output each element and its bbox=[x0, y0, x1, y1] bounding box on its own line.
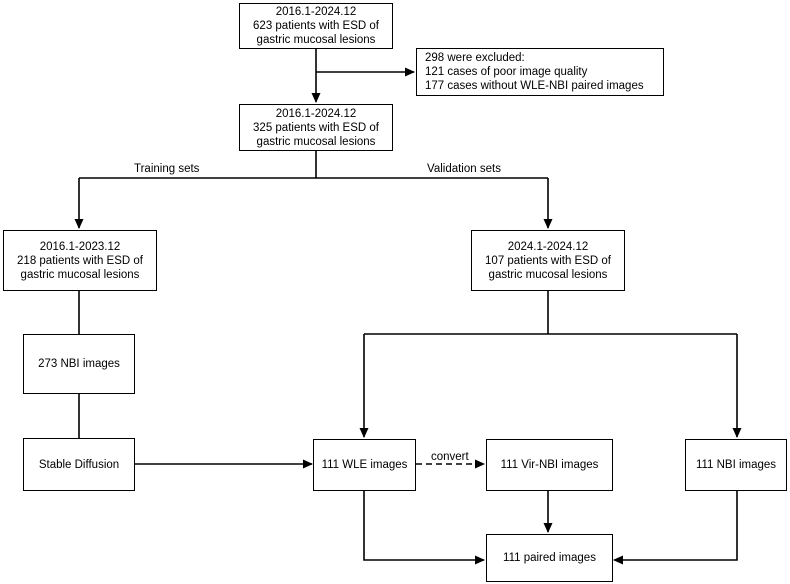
wle-label: 111 WLE images bbox=[321, 459, 408, 471]
validation-cohort-box: 2024.1-2024.12 107 patients with ESD of … bbox=[471, 230, 625, 291]
training-cohort-line-3: gastric mucosal lesions bbox=[20, 268, 140, 281]
stable-diffusion-box: Stable Diffusion bbox=[23, 438, 135, 491]
nbi-box: 111 NBI images bbox=[685, 439, 787, 491]
training-cohort-line-1: 2016.1-2023.12 bbox=[39, 240, 121, 253]
included-line-1: 2016.1-2024.12 bbox=[275, 107, 357, 120]
training-nbi-box: 273 NBI images bbox=[23, 334, 135, 394]
included-line-2: 325 patients with ESD of bbox=[253, 121, 379, 134]
validation-sets-label: Validation sets bbox=[427, 163, 501, 175]
excluded-box: 298 were excluded: 121 cases of poor ima… bbox=[416, 48, 664, 96]
included-line-3: gastric mucosal lesions bbox=[256, 135, 376, 148]
training-cohort-line-2: 218 patients with ESD of bbox=[17, 254, 143, 267]
training-nbi-label: 273 NBI images bbox=[38, 358, 120, 370]
included-box: 2016.1-2024.12 325 patients with ESD of … bbox=[239, 104, 393, 151]
start-line-3: gastric mucosal lesions bbox=[256, 34, 376, 46]
convert-label: convert bbox=[431, 451, 469, 463]
training-sets-label: Training sets bbox=[134, 163, 200, 175]
start-box: 2016.1-2024.12 623 patients with ESD of … bbox=[239, 3, 393, 49]
stable-diffusion-label: Stable Diffusion bbox=[38, 458, 120, 471]
start-line-2: 623 patients with ESD of bbox=[253, 20, 379, 32]
validation-cohort-line-2: 107 patients with ESD of bbox=[485, 254, 611, 267]
vir-nbi-label: 111 Vir-NBI images bbox=[500, 459, 599, 471]
nbi-label: 111 NBI images bbox=[695, 459, 777, 471]
vir-nbi-box: 111 Vir-NBI images bbox=[486, 439, 613, 491]
excluded-line-3: 177 cases without WLE-NBI paired images bbox=[425, 80, 644, 92]
validation-cohort-line-3: gastric mucosal lesions bbox=[488, 268, 608, 281]
paired-box: 111 paired images bbox=[486, 534, 613, 582]
validation-cohort-line-1: 2024.1-2024.12 bbox=[507, 240, 589, 253]
excluded-line-1: 298 were excluded: bbox=[425, 52, 525, 64]
line-wle-to-paired bbox=[363, 490, 485, 565]
start-line-1: 2016.1-2024.12 bbox=[275, 6, 357, 18]
excluded-line-2: 121 cases of poor image quality bbox=[425, 66, 588, 78]
training-cohort-box: 2016.1-2023.12 218 patients with ESD of … bbox=[3, 230, 157, 291]
line-nbi-to-paired bbox=[613, 490, 738, 565]
wle-box: 111 WLE images bbox=[313, 439, 416, 491]
paired-label: 111 paired images bbox=[503, 552, 596, 564]
